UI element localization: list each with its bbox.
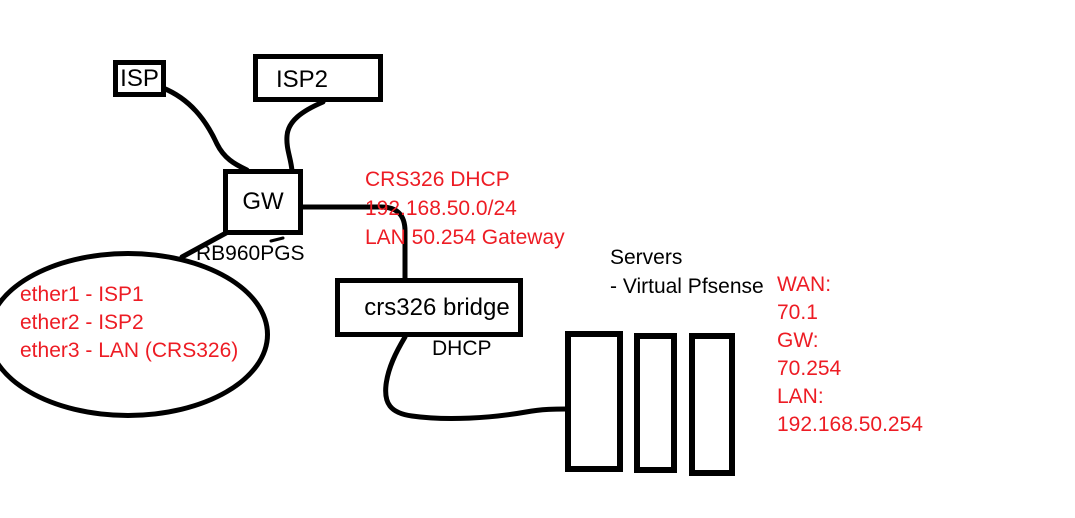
isp1-node-box: ISP <box>113 60 166 97</box>
isp2-node-label: ISP2 <box>276 66 329 93</box>
gateway-node-box: GW <box>223 169 303 235</box>
pfsense-gw-label: GW: <box>777 329 819 352</box>
callout-tail-line <box>179 230 229 260</box>
callout-line-ether2: ether2 - ISP2 <box>20 311 144 334</box>
switch-node-box: crs326 bridge <box>335 278 523 337</box>
gateway-ports-callout-ellipse <box>0 251 270 418</box>
callout-line-ether1: ether1 - ISP1 <box>20 283 144 306</box>
switch-node-label: crs326 bridge <box>364 293 510 321</box>
callout-line-ether3: ether3 - LAN (CRS326) <box>20 339 239 362</box>
isp1-node-label: ISP <box>120 64 159 92</box>
switch-dhcp-note: DHCP <box>432 337 492 360</box>
pfsense-lan-label: LAN: <box>777 385 824 408</box>
server-box-1 <box>565 331 623 472</box>
isp2-node-box: ISP2 <box>253 54 383 102</box>
gateway-node-label: GW <box>242 188 284 215</box>
pfsense-addresses-annotation: WAN: 70.1 GW: 70.254 LAN: 192.168.50.254 <box>777 271 923 439</box>
server-box-3 <box>689 333 735 476</box>
switch-network-line-3: LAN 50.254 Gateway <box>365 226 565 249</box>
link-isp1-gw-line <box>160 85 250 173</box>
pfsense-lan-value: 192.168.50.254 <box>777 413 923 436</box>
tick-mark <box>269 236 285 243</box>
pfsense-wan-label: WAN: <box>777 273 832 296</box>
servers-subtitle: - Virtual Pfsense <box>610 275 764 298</box>
link-gw-crs326-line <box>300 204 408 283</box>
switch-network-line-1: CRS326 DHCP <box>365 168 510 191</box>
switch-network-line-2: 192.168.50.0/24 <box>365 197 517 220</box>
link-isp2-gw-line <box>284 99 326 174</box>
gateway-ports-callout-text: ether1 - ISP1 ether2 - ISP2 ether3 - LAN… <box>20 281 238 365</box>
link-crs326-servers-line <box>383 334 570 422</box>
switch-network-annotation: CRS326 DHCP 192.168.50.0/24 LAN 50.254 G… <box>365 165 565 252</box>
servers-title: Servers <box>610 246 683 269</box>
server-box-2 <box>634 333 677 473</box>
servers-heading: Servers - Virtual Pfsense <box>610 243 764 301</box>
pfsense-gw-value: 70.254 <box>777 357 842 380</box>
pfsense-wan-value: 70.1 <box>777 301 818 324</box>
gateway-model-label: RB960PGS <box>196 242 305 265</box>
